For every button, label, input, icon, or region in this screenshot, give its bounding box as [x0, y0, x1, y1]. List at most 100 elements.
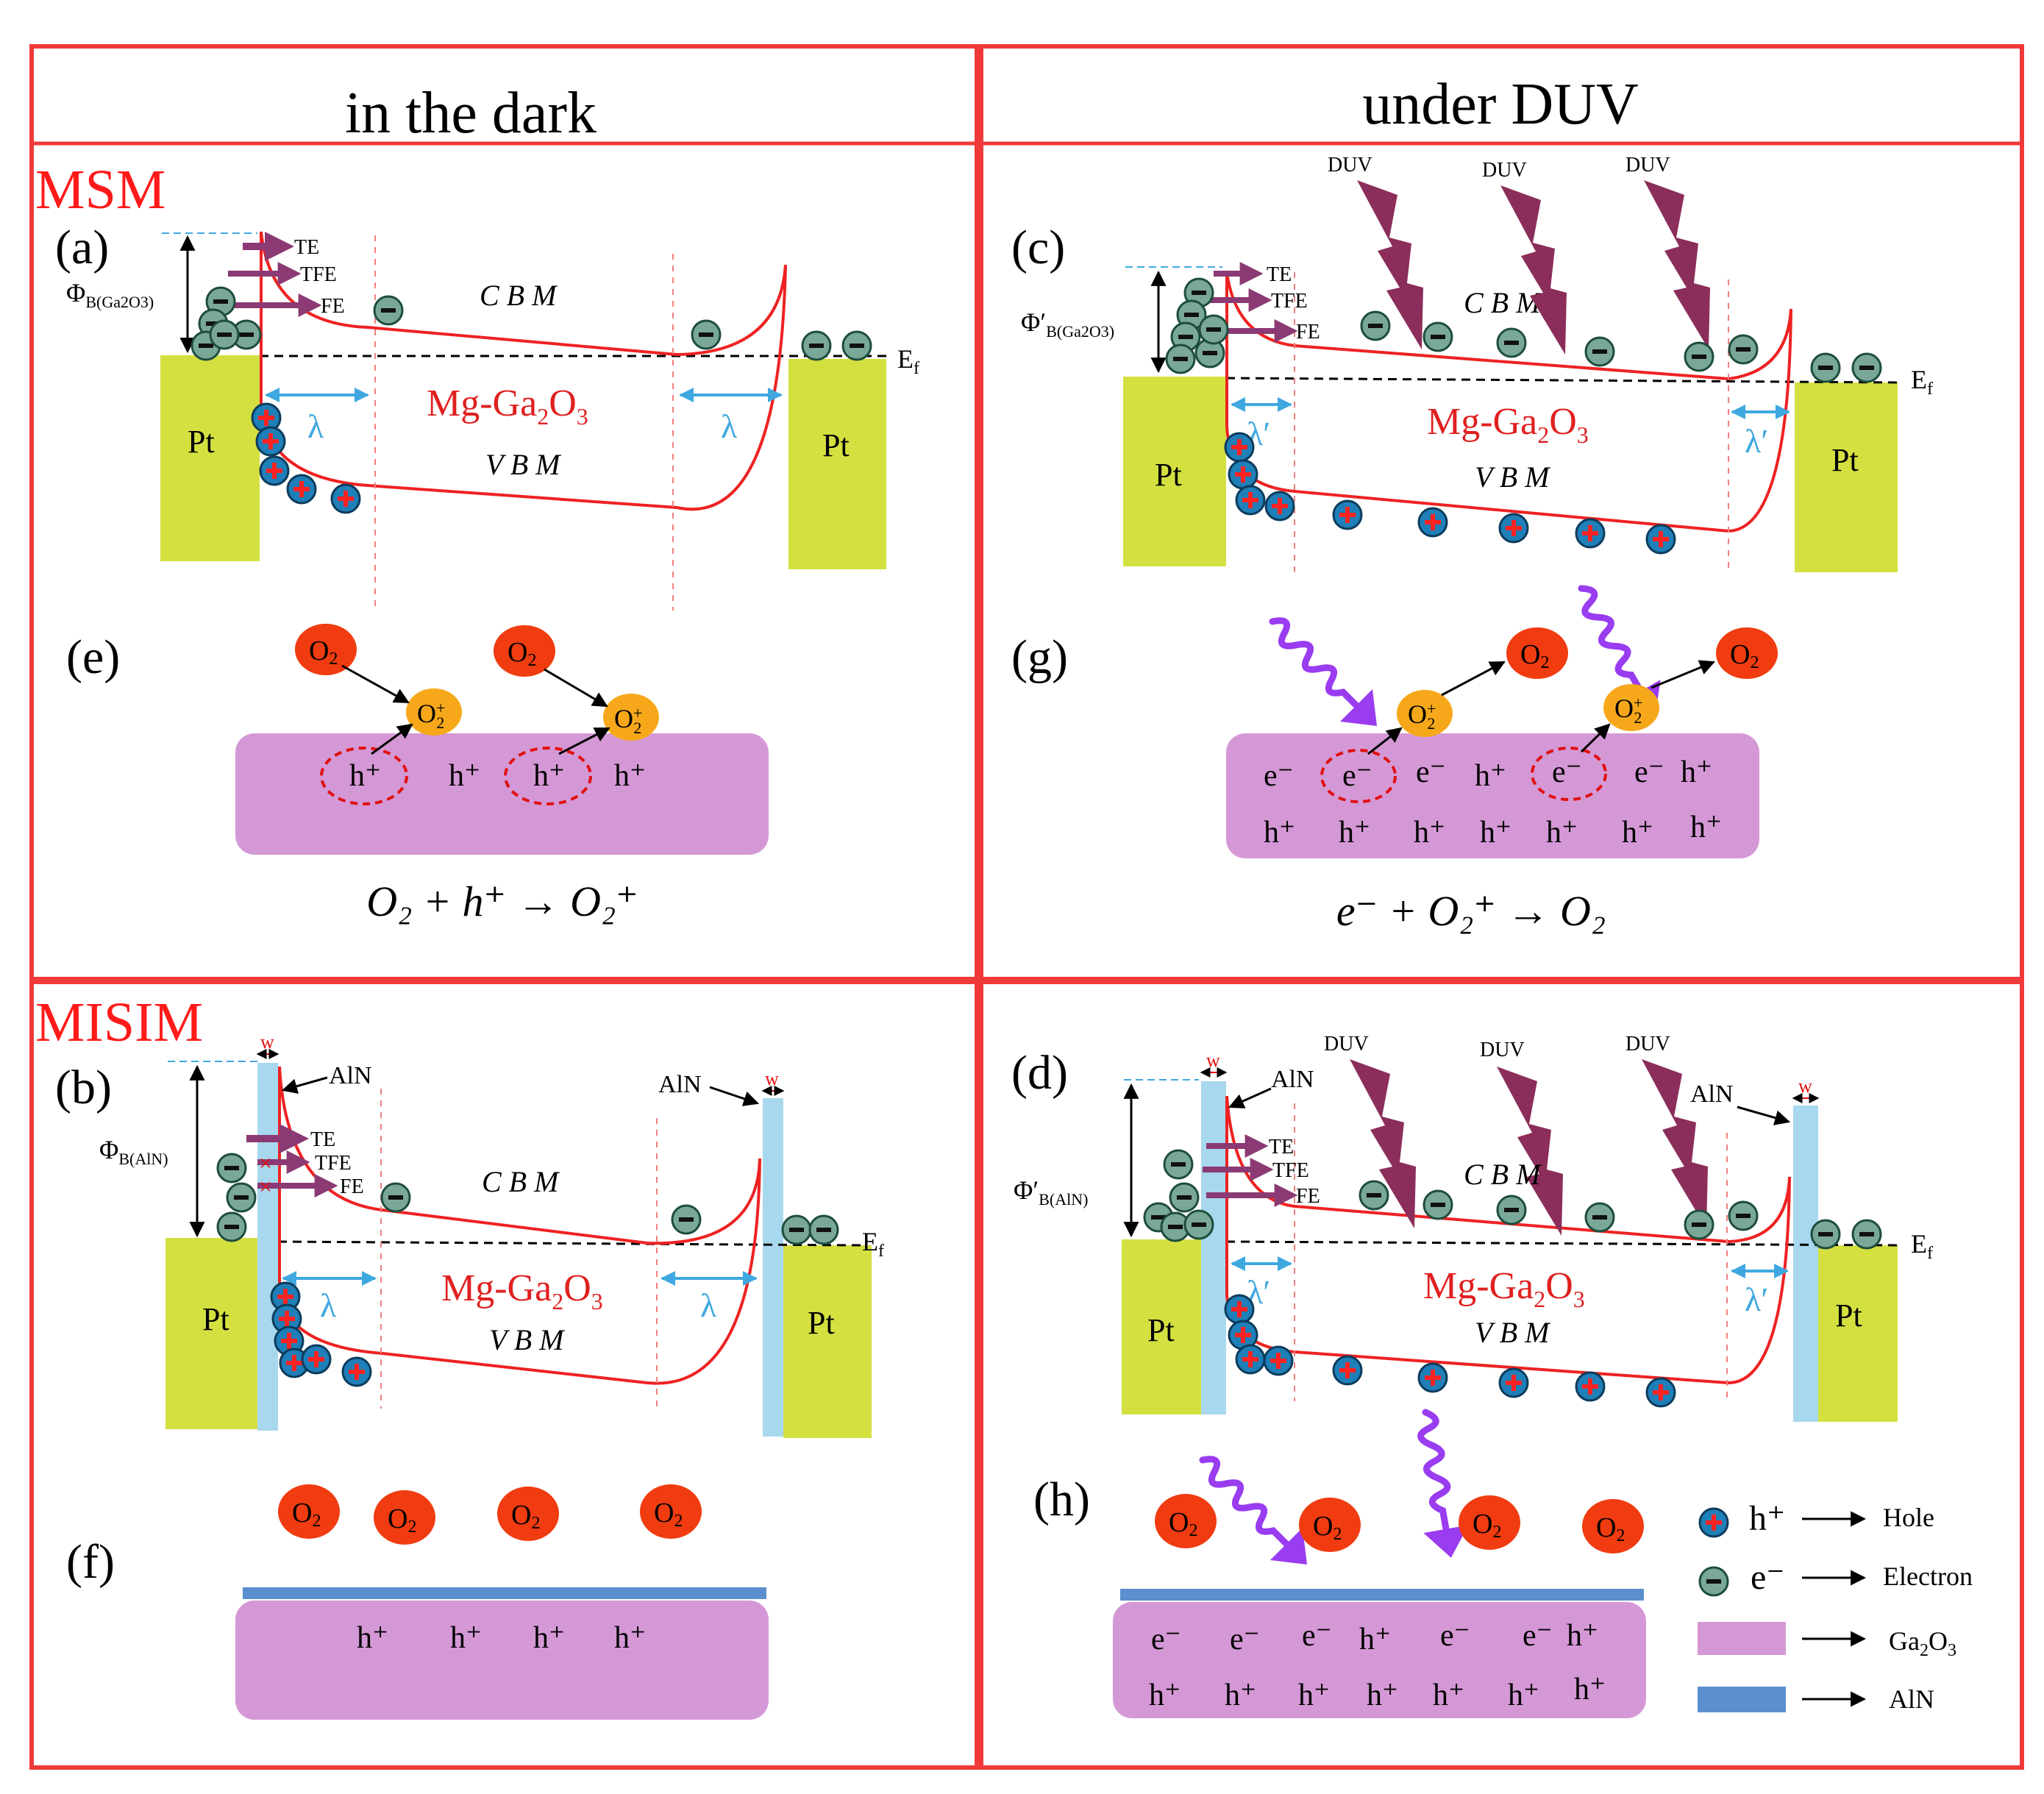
- o2plus-ion: [603, 694, 659, 741]
- panel-e-label: (e): [66, 630, 120, 684]
- w-label: w: [260, 1031, 274, 1053]
- svg-text:e⁻: e⁻: [1264, 759, 1294, 793]
- svg-text:O2: O2: [1169, 1507, 1197, 1540]
- w-label-right: w: [765, 1068, 779, 1089]
- panel-b-label: (b): [55, 1061, 112, 1114]
- panel-a: (a) Pt Pt Ef ΦB(Ga2O3) TE TFE FE C B M V…: [55, 221, 919, 611]
- svg-text:O+2: O+2: [1614, 694, 1642, 727]
- legend-ga2o3-label: Ga2O3: [1889, 1626, 1956, 1660]
- ga2o3-slab: [1113, 1602, 1646, 1718]
- fe-label: FE: [1296, 321, 1320, 344]
- fe-label: FE: [1296, 1185, 1320, 1208]
- svg-text:h⁺: h⁺: [1414, 816, 1445, 850]
- legend-electron-symbol: e⁻: [1751, 1558, 1785, 1597]
- fermi-label: Ef: [1911, 1229, 1933, 1263]
- panel-g: (g) O+2 O+2 O2 O2 e⁻ e⁻ e⁻ h⁺ e⁻ e⁻ h⁺ h…: [1011, 588, 1778, 935]
- svg-text:h⁺: h⁺: [1298, 1679, 1330, 1712]
- svg-text:O2: O2: [508, 637, 536, 670]
- fermi-level: [277, 1240, 861, 1247]
- header-left: in the dark: [345, 81, 597, 146]
- svg-text:O2: O2: [1730, 639, 1759, 672]
- lambda-right: λ: [721, 407, 738, 445]
- svg-text:h⁺: h⁺: [1567, 1619, 1598, 1653]
- pt-electrode-right: [783, 1245, 872, 1438]
- aln-label-right: AlN: [658, 1071, 702, 1098]
- legend-aln-label: AlN: [1889, 1684, 1934, 1714]
- legend-hole-icon: [1698, 1507, 1729, 1538]
- svg-text:h⁺: h⁺: [533, 1621, 565, 1655]
- panel-f: (f) O2 O2 O2 O2 h⁺ h⁺ h⁺ h⁺: [66, 1484, 769, 1720]
- legend-aln-swatch: [1698, 1687, 1786, 1712]
- svg-text:e⁻: e⁻: [1552, 755, 1582, 789]
- o2plus-ion: [1397, 690, 1453, 737]
- frame: [29, 44, 2024, 1770]
- aln-layer: [243, 1587, 766, 1599]
- fermi-level: [1225, 377, 1898, 384]
- o2-molecule: [1716, 627, 1778, 679]
- equation-e: O₂ + h⁺ → O₂⁺: [366, 878, 638, 925]
- o2-molecule: [374, 1490, 435, 1545]
- te-label: TE: [1269, 1136, 1294, 1158]
- w-label-right: w: [1798, 1075, 1812, 1097]
- cbm-label: C B M: [480, 279, 558, 312]
- barrier-label: ΦB(AlN): [99, 1135, 168, 1168]
- te-label: TE: [310, 1128, 335, 1151]
- pt-label-right: Pt: [808, 1305, 835, 1341]
- barrier-label: ΦB(Ga2O3): [66, 278, 154, 311]
- te-label: TE: [294, 236, 319, 259]
- photon-1: [1203, 1459, 1307, 1565]
- pt-label-left: Pt: [188, 424, 215, 460]
- legend: h⁺ Hole e⁻ Electron Ga2O3 AlN: [1698, 1499, 1973, 1714]
- w-label: w: [1206, 1050, 1220, 1071]
- svg-text:h⁺: h⁺: [1367, 1679, 1398, 1712]
- panel-d: (d) Pt Pt Ef Φ′B(AlN) w w AlN AlN DUV DU…: [1011, 1033, 1933, 1422]
- legend-electron-icon: [1698, 1566, 1729, 1597]
- tfe-label: TFE: [300, 263, 337, 286]
- aln-barrier-right: [1793, 1106, 1818, 1422]
- pt-electrode-left: [1122, 1239, 1201, 1414]
- fermi-label: Ef: [1911, 365, 1933, 399]
- aln-layer: [1120, 1589, 1644, 1601]
- fermi-label: Ef: [862, 1227, 884, 1261]
- tfe-label: TFE: [315, 1152, 352, 1175]
- aln-barrier-left: [1201, 1081, 1226, 1414]
- o2-molecule: [1155, 1494, 1217, 1548]
- svg-text:O2: O2: [1596, 1512, 1625, 1545]
- legend-hole-label: Hole: [1883, 1503, 1934, 1532]
- svg-text:h⁺: h⁺: [449, 759, 480, 793]
- svg-text:h⁺: h⁺: [1149, 1679, 1181, 1712]
- svg-text:h⁺: h⁺: [1225, 1679, 1256, 1712]
- svg-text:O+2: O+2: [614, 704, 642, 737]
- panel-e: (e) O2 O2 O+2 O+2 h⁺ h⁺ h⁺ h⁺ O₂ + h⁺ → …: [66, 624, 769, 925]
- svg-text:O2: O2: [309, 636, 338, 669]
- svg-text:h⁺: h⁺: [1264, 816, 1295, 850]
- cbm-curve: [260, 231, 787, 357]
- svg-text:h⁺: h⁺: [614, 759, 646, 793]
- svg-text:h⁺: h⁺: [1475, 759, 1506, 793]
- aln-label-left: AlN: [1271, 1066, 1314, 1093]
- aln-label-right: AlN: [1690, 1081, 1734, 1108]
- lambda-left: λ: [307, 407, 324, 445]
- svg-text:h⁺: h⁺: [349, 759, 381, 793]
- svg-text:O+2: O+2: [1408, 700, 1436, 733]
- row-label-msm: MSM: [35, 159, 165, 221]
- panel-c: (c) Pt Pt Ef Φ′B(Ga2O3) TE TFE FE C B M …: [1011, 154, 1933, 574]
- svg-text:e⁻: e⁻: [1523, 1619, 1553, 1653]
- o2-molecule: [1582, 1499, 1644, 1553]
- ga2o3-slab: [235, 733, 769, 855]
- panel-h: (h) O2 O2 O2 O2 e⁻ e⁻ e⁻ h⁺ e⁻ e⁻ h⁺ h⁺ …: [1033, 1412, 1646, 1718]
- svg-text:h⁺: h⁺: [533, 759, 565, 793]
- holes: [1224, 432, 1676, 555]
- aln-barrier-right: [763, 1098, 783, 1437]
- duv-label-3: DUV: [1625, 154, 1670, 177]
- o2plus-ion: [1603, 684, 1659, 731]
- svg-text:h⁺: h⁺: [1480, 816, 1511, 850]
- photon-1: [1272, 621, 1377, 726]
- pt-label-left: Pt: [1155, 457, 1182, 493]
- svg-text:e⁻: e⁻: [1634, 755, 1664, 789]
- material-label: Mg-Ga2O3: [1427, 401, 1589, 448]
- o2plus-ion: [406, 688, 462, 736]
- panel-a-label: (a): [55, 221, 109, 274]
- pt-label-right: Pt: [1831, 442, 1859, 478]
